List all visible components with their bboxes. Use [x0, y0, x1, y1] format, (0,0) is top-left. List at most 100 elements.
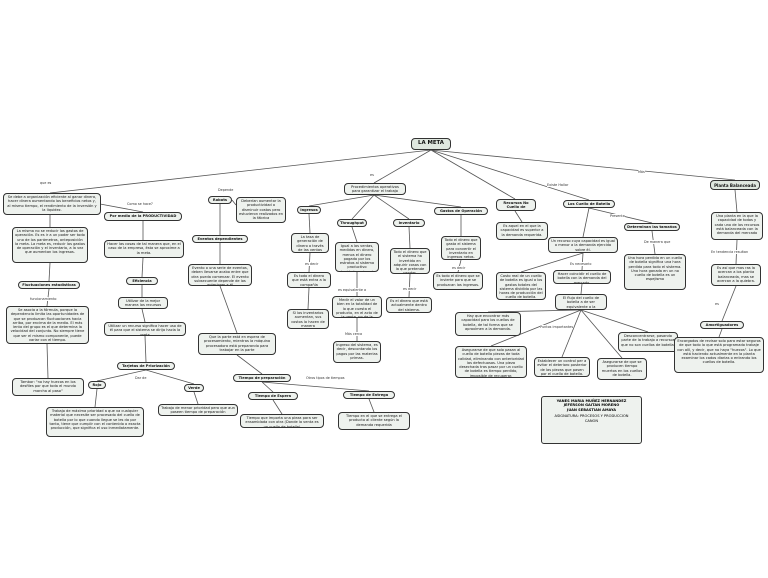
connector-line	[581, 252, 584, 271]
node-parte-espera: Que la parte está en espera de procesami…	[198, 333, 276, 355]
connector-line	[141, 308, 146, 323]
connector-line	[49, 149, 432, 194]
connector-line	[430, 149, 736, 181]
node-dinero-actual: Es el dinero que está actualmente dentro…	[386, 297, 432, 313]
connector-line	[46, 343, 49, 379]
link-label-tendencia: En tendencia resultan	[711, 250, 749, 254]
connector-line	[718, 328, 723, 338]
link-label-es-1: es	[370, 173, 374, 177]
connector-line	[408, 226, 411, 249]
connector-line	[487, 309, 582, 313]
credits-course: ASIGNATURA: PROCESOS Y PRODUCCION CANON	[554, 414, 629, 423]
node-planta-quiebra: Es así que mas ras la acercan a los plan…	[711, 264, 761, 286]
connector-line	[261, 381, 370, 392]
connector-line	[351, 226, 358, 243]
node-cuello-desc: Un recurso cuya capacidad es igual o men…	[548, 237, 618, 253]
node-ingreso-sistema: Ingreso del sistema, es decir, descontan…	[333, 341, 381, 363]
link-label-es-decir-2: es decir	[403, 287, 417, 291]
node-meta-definition: Se debe a organización eficiente al gana…	[3, 193, 101, 215]
connector-line	[94, 388, 98, 408]
link-label-existe-hallar: Existe Hallar	[547, 183, 569, 187]
connector-line	[373, 149, 432, 184]
link-label-que-es: que es	[40, 181, 52, 185]
node-amortiguadores: Amortiguadores	[700, 321, 744, 329]
connector-line	[514, 210, 523, 223]
node-inventario: Inventario	[393, 219, 425, 227]
connector-line	[141, 257, 144, 278]
node-tarjetas: Tarjetas de Priorización	[117, 362, 175, 370]
connector-line	[236, 354, 263, 375]
link-label-necesario: Es necesario	[570, 262, 592, 266]
node-gastos-desc: Todo el dinero que gasta el sistema para…	[441, 236, 481, 260]
node-utilizar-recurso: Utilizar un recurso significa hacer uso …	[104, 322, 186, 336]
connector-line	[219, 285, 238, 334]
node-entrega-desc: Tiempo en el que se entrega el producto …	[338, 412, 410, 430]
connector-line	[721, 285, 737, 322]
connector-line	[308, 213, 311, 234]
node-no-cuello-desc: Es aquel en el que la capacidad es super…	[496, 222, 548, 240]
link-label-es-decir-1: es decir	[305, 262, 319, 266]
connector-line	[351, 194, 375, 220]
link-label-mas: Más	[638, 170, 645, 174]
connector-line	[520, 252, 584, 273]
node-medir-valor: Medir el valor de un bien en la totalida…	[332, 296, 382, 318]
node-dinero-entra: Es todo el dinero que está entra a la co…	[287, 272, 331, 288]
link-label-como: Como se hace?	[127, 202, 153, 206]
link-label-puntos: Puntos importantes	[540, 325, 574, 329]
credits-box: YANES MARIA MUÑEZ HERNANDEZ JEFERSON GAI…	[541, 396, 642, 444]
connector-line	[99, 203, 144, 213]
node-tiempo-espera: Tiempo de Espera	[248, 392, 298, 400]
node-eventos-desc: Evento o una serie de eventos, deben lle…	[188, 264, 252, 286]
root-node: LA META	[411, 138, 451, 150]
node-mejor-manera: Utilizar de la mejor manera los recursos	[118, 297, 168, 309]
connector-line	[734, 189, 738, 213]
link-label-es-2: es	[715, 302, 719, 306]
node-rojo: Rojo	[88, 381, 106, 389]
node-planta-balanceada: Planta Balanceada	[710, 180, 760, 190]
node-control-deterioro: Establecer un control per a evitar el de…	[534, 357, 590, 377]
node-hacer-cosas: Hacer las cosas de tal manera que, en el…	[104, 240, 184, 258]
node-eventos-dependientes: Eventos dependientes	[192, 235, 248, 243]
link-label-funcionamiento: funcionamiento	[30, 297, 57, 301]
node-tiempo-entrega: Tiempo de Entrega	[343, 391, 395, 399]
connector-line	[144, 335, 147, 363]
credits-authors: YANES MARIA MUÑEZ HERNANDEZ JEFERSON GAI…	[556, 399, 627, 412]
node-costo-real: Costo real de un cuello de botella es ig…	[496, 272, 546, 300]
connector-line	[580, 309, 623, 359]
node-robots-desc: Deberían aumentar la productividad o dis…	[236, 197, 286, 223]
node-amortiguadores-desc: Encargados de revisar solo para estar se…	[674, 337, 764, 373]
connector-line	[231, 199, 237, 206]
connector-line	[580, 283, 583, 295]
node-eficiencia: Eficiencia	[126, 277, 158, 285]
link-label-equivalente: es equivalente a	[338, 288, 367, 292]
connector-line	[307, 287, 310, 310]
connector-line	[561, 309, 582, 358]
connector-line	[580, 309, 649, 333]
connector-line	[48, 262, 51, 282]
node-reducir-gastos: La misma no se reducir los gastos de ope…	[12, 227, 88, 263]
link-label-mas-cerca: Más cerca	[345, 332, 363, 336]
node-ingresos: Ingresos	[297, 206, 321, 214]
node-gastos-operacion: Gastos de Operación	[434, 207, 488, 215]
node-robots: Robots	[208, 196, 232, 204]
node-tiempo-preparacion: Tiempo de preparación	[233, 374, 291, 382]
node-inventarios-aumentan: Si los inventarios aumentan, sus costos …	[287, 309, 329, 329]
link-label-otros-tiempos: Otros tipos de tiempos	[306, 376, 345, 380]
node-espera-desc: Tiempo que importa una pieza para ser en…	[240, 414, 324, 428]
node-calidad-piezas: Asegurarse de que solo pasan al cuello d…	[455, 346, 527, 378]
node-hora-perdida: Una hora perdida en un cuello de botella…	[624, 254, 686, 290]
connector-line	[582, 207, 590, 238]
connector-line	[96, 369, 147, 382]
node-dinero-invierte: Es todo el dinero que se invierte para q…	[433, 272, 483, 290]
link-label-es-decir-3: es decir	[452, 266, 466, 270]
connector-line	[272, 399, 283, 415]
node-throughput: Throughput	[337, 219, 367, 227]
link-label-determinan: De manera que	[644, 240, 671, 244]
connector-line	[408, 273, 411, 298]
connector-line	[430, 149, 590, 201]
node-tambor: Tambor: "no hay huecos en los desfiles p…	[12, 378, 84, 396]
connector-line	[145, 369, 195, 385]
link-label-presenta: Presenta	[610, 214, 625, 218]
